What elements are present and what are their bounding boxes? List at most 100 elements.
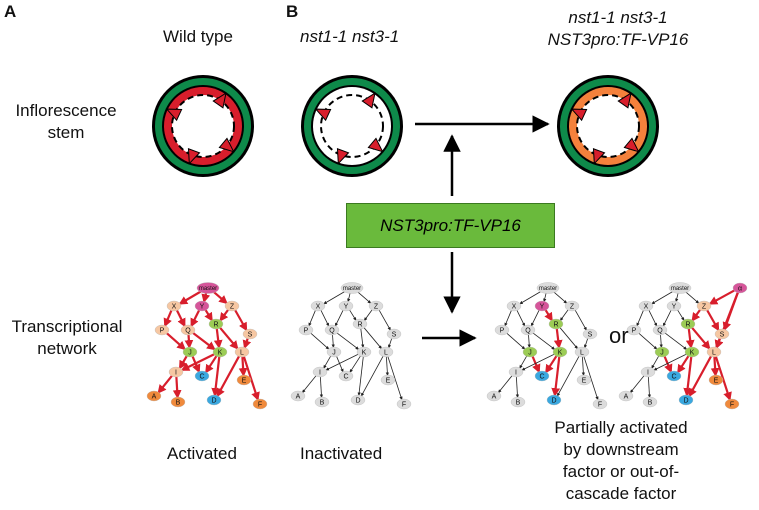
- edge-y-r: [676, 308, 685, 322]
- node-y: [666, 300, 682, 312]
- vascular-bundle: [592, 148, 606, 165]
- edge-y-r: [544, 308, 554, 322]
- node-i: [168, 366, 184, 378]
- node-label-d: D: [355, 398, 360, 405]
- node-e: [236, 374, 252, 386]
- node-label-l: L: [580, 350, 584, 357]
- edge-l-f: [714, 355, 732, 402]
- edge-i-b: [647, 375, 651, 399]
- edge-q-k: [335, 331, 360, 351]
- node-e: [576, 374, 592, 386]
- node-a: [486, 390, 502, 402]
- edge-k-i: [653, 353, 688, 371]
- node-label-s: S: [588, 332, 593, 339]
- node-y: [534, 300, 550, 312]
- edge-k-d: [357, 355, 364, 397]
- edge-x-p: [504, 309, 513, 327]
- node-label-p: P: [160, 328, 165, 335]
- edge-r-k: [213, 327, 223, 349]
- stem-wild-type: [152, 75, 254, 177]
- node-label-c: C: [539, 374, 544, 381]
- node-label-z: Z: [702, 304, 707, 311]
- edge-i-b: [172, 375, 182, 399]
- node-label-x: X: [512, 304, 517, 311]
- node-b: [510, 396, 526, 408]
- node-d: [546, 394, 562, 406]
- edge-k-c: [676, 354, 690, 374]
- edge-k-i: [180, 352, 216, 372]
- node-c: [534, 370, 550, 382]
- node-a: [146, 390, 162, 402]
- edge-z-r: [219, 308, 230, 322]
- node-l: [378, 346, 394, 358]
- node-label-f: F: [402, 402, 406, 409]
- edge-l-e: [710, 355, 720, 377]
- node-label-master: master: [199, 286, 217, 292]
- edge-k-c: [544, 354, 558, 374]
- node-label-master: master: [343, 286, 361, 292]
- node-label-d: D: [211, 398, 216, 405]
- edge-y-q: [662, 309, 672, 327]
- node-label-r: R: [213, 322, 218, 329]
- node-q: [180, 324, 196, 336]
- stem-cross-sections: [152, 75, 659, 177]
- node-label-k: K: [362, 350, 367, 357]
- node-label-l: L: [384, 350, 388, 357]
- edge-y-r: [348, 308, 357, 322]
- vascular-bundle: [187, 148, 201, 165]
- caption-partial-line1: Partially activated: [554, 418, 688, 437]
- node-z: [696, 300, 712, 312]
- node-d: [206, 394, 222, 406]
- caption-partial-line2: by downstream: [563, 440, 679, 459]
- row-label-stem-line2: stem: [47, 123, 85, 142]
- node-label-b: B: [648, 400, 653, 407]
- edge-l-d: [360, 355, 384, 397]
- node-label-s: S: [248, 332, 253, 339]
- stem-complemented: [557, 75, 659, 177]
- title-complemented-line2: NST3pro:TF-VP16: [547, 30, 689, 49]
- node-r: [352, 318, 368, 330]
- node-r: [680, 318, 696, 330]
- edge-master-x: [178, 288, 205, 306]
- node-p: [626, 324, 642, 336]
- nst3pro-tf-vp16-box: NST3pro:TF-VP16: [346, 203, 555, 248]
- node-label-r: R: [553, 322, 558, 329]
- node-b: [314, 396, 330, 408]
- node-label-l: L: [712, 350, 716, 357]
- node-l: [574, 346, 590, 358]
- edge-j-c: [663, 355, 673, 374]
- node-r: [208, 318, 224, 330]
- node-label-e: E: [582, 378, 587, 385]
- node-master: [668, 282, 692, 294]
- node-j: [182, 346, 198, 358]
- edge-k-d: [551, 355, 561, 397]
- node-q: [324, 324, 340, 336]
- edge-q-j: [331, 333, 335, 349]
- edge-l-d: [688, 354, 713, 398]
- vascular-bundle: [314, 108, 332, 122]
- node-label-s: S: [392, 332, 397, 339]
- node-label-a: A: [296, 394, 301, 401]
- node-c: [666, 370, 682, 382]
- stem-pith: [576, 94, 640, 158]
- stem-pith: [171, 94, 235, 158]
- node-q: [652, 324, 668, 336]
- vascular-bundle: [367, 137, 384, 153]
- row-label-network-line2: network: [37, 339, 97, 358]
- node-alpha: [732, 282, 748, 294]
- node-label-d: D: [683, 398, 688, 405]
- node-label-z: Z: [570, 304, 575, 311]
- edge-k-d: [683, 355, 693, 397]
- node-label-i: I: [175, 370, 177, 377]
- row-label-network-line1: Transcriptional: [11, 317, 123, 336]
- node-z: [368, 300, 384, 312]
- edge-master-x: [518, 289, 544, 305]
- node-label-i: I: [319, 370, 321, 377]
- edge-j-c: [531, 355, 541, 374]
- vascular-bundle: [361, 92, 376, 109]
- edge-z-s: [233, 308, 248, 332]
- edge-z-s: [574, 309, 588, 331]
- node-a: [290, 390, 306, 402]
- edge-q-j: [659, 333, 663, 349]
